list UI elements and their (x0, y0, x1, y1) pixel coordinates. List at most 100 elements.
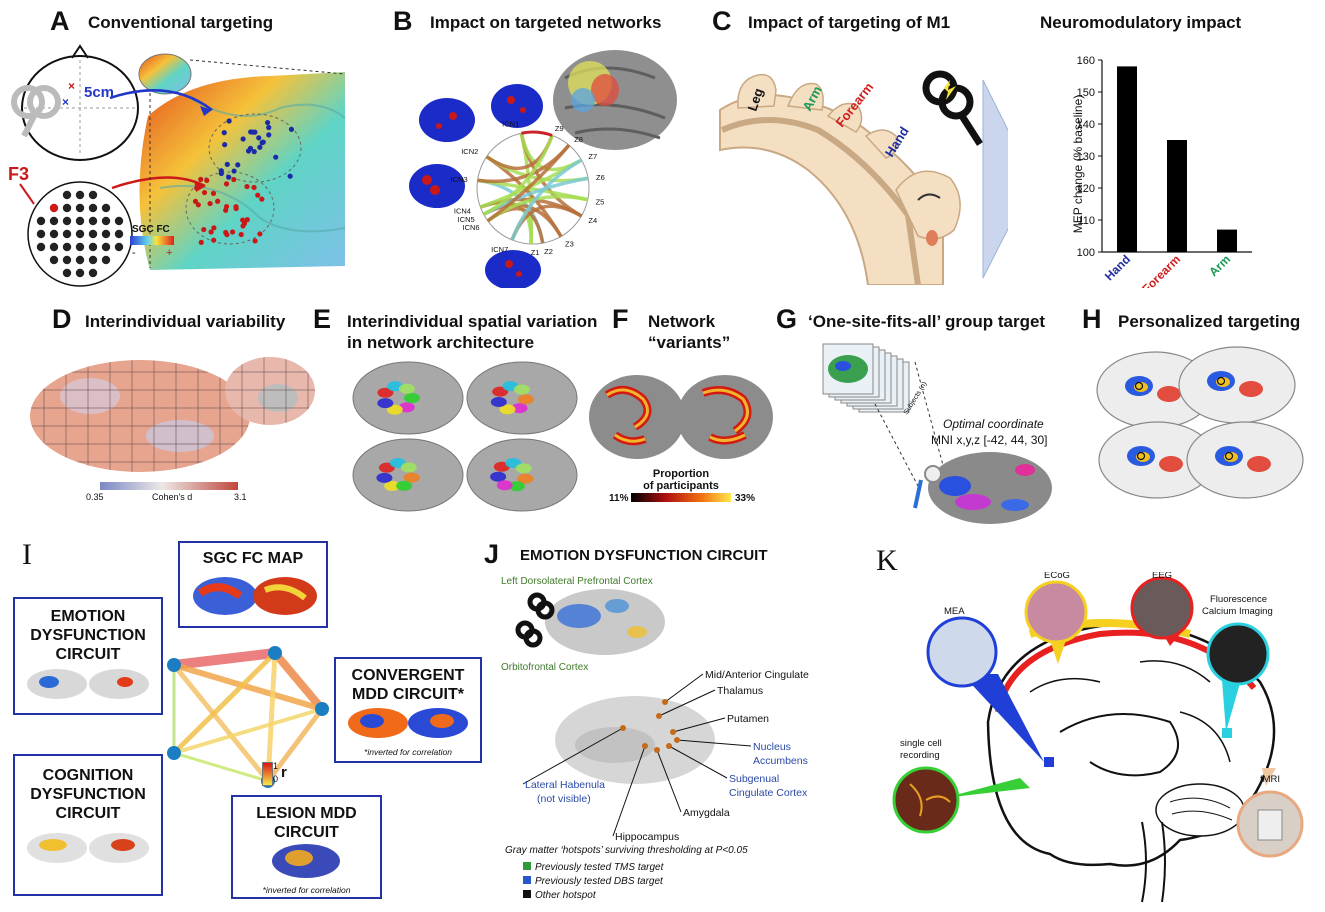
small-brain (138, 53, 192, 95)
proportion-scale (631, 493, 731, 502)
category-label: Arm (1206, 252, 1233, 279)
forearm-shape (826, 102, 863, 133)
icn-label: ICN4 (454, 207, 471, 216)
chord-link (486, 143, 571, 223)
panel-g-letter: G (776, 304, 798, 334)
panel-k-figure: MEA ECoG EEG Fluorescence Calcium Imagin… (892, 572, 1304, 903)
bar-forearm (1167, 140, 1187, 252)
lesion-circuit-box: LESION MDD CIRCUIT *inverted for correla… (231, 795, 382, 899)
region-label: Nucleus (753, 741, 791, 753)
legend-label: Previously tested TMS target (535, 862, 665, 873)
legend-swatch (523, 862, 531, 870)
panel-a-title: Conventional targeting (88, 13, 274, 32)
node-cognition (167, 746, 181, 760)
panel-h-title: Personalized targeting (1118, 312, 1301, 331)
svg-text:11%: 11% (609, 493, 629, 504)
z-label: Z4 (588, 216, 597, 225)
personal-brain (1178, 346, 1296, 424)
z-label: Z2 (544, 247, 553, 256)
panel-h-figure (1096, 346, 1304, 499)
region-label: Putamen (727, 713, 769, 725)
panel-f-letter: F (612, 304, 629, 334)
panel-b-letter: B (393, 6, 413, 36)
svg-text:of participants: of participants (643, 480, 719, 492)
panel-j-letter: J (484, 539, 500, 569)
panel-f-title-2: “variants” (648, 333, 731, 352)
mea-callout (926, 616, 1054, 767)
panel-f-title-1: Network (648, 312, 716, 331)
region-label: Hippocampus (615, 831, 679, 843)
blue-brain-icn3 (409, 164, 465, 208)
cohens-d-scale (100, 482, 238, 490)
svg-text:Gray matter ‘hotspots’ survivi: Gray matter ‘hotspots’ surviving thresho… (505, 845, 748, 856)
leg-shape (737, 73, 777, 109)
panel-j-figure: Left Dorsolateral Prefrontal Cortex Orbi… (501, 576, 809, 901)
z-label: Z6 (596, 173, 605, 182)
node-sgc (268, 646, 282, 660)
svg-text:ECoG: ECoG (1044, 572, 1070, 581)
region-label: Thalamus (717, 685, 763, 697)
z-label: Z1 (531, 248, 540, 257)
panel-f-figure: Proportion of participants 11% 33% (589, 375, 773, 504)
z-label: Z3 (565, 239, 574, 248)
panel-d-letter: D (52, 304, 72, 334)
y-tick-label: 150 (1077, 87, 1095, 99)
hotspot-point (666, 743, 672, 749)
hotspot-point (642, 743, 648, 749)
icn-label: ICN6 (463, 223, 480, 232)
panel-a-figure: × × 5cm F3 SGC FC - + (8, 44, 346, 287)
hotspot-point (620, 725, 626, 731)
svg-text:0.35: 0.35 (86, 492, 104, 502)
svg-text:33%: 33% (735, 493, 755, 504)
legend-label: Other hotspot (535, 890, 597, 901)
category-label: Hand (1102, 252, 1133, 283)
variant-brain-right (677, 375, 773, 459)
svg-text:Calcium Imaging: Calcium Imaging (1202, 606, 1273, 617)
blue-brain-icn7 (485, 250, 541, 288)
blue-brain-icn2 (419, 98, 475, 142)
y-tick-label: 100 (1077, 247, 1095, 259)
panel-k-letter: K (876, 544, 898, 577)
icn-label: ICN7 (491, 245, 508, 254)
single-cell-callout (892, 766, 1030, 834)
panel-c-title: Impact of targeting of M1 (748, 13, 951, 32)
eeg-callout (1130, 576, 1194, 646)
svg-text:Optimal coordinate: Optimal coordinate (943, 417, 1044, 431)
hotspot-point (662, 699, 668, 705)
leg-label: Leg (745, 86, 766, 113)
region-label: (not visible) (537, 793, 591, 805)
panel-c-letter: C (712, 6, 732, 36)
node-emotion (167, 658, 181, 672)
neuromodulatory-title: Neuromodulatory impact (1040, 13, 1242, 32)
cerebellum (1155, 783, 1245, 837)
svg-text:Cohen's d: Cohen's d (152, 492, 192, 502)
panel-i-network (167, 646, 329, 788)
svg-text:MNI x,y,z [-42, 44, 30]: MNI x,y,z [-42, 44, 30] (931, 433, 1047, 447)
hotspot-point (654, 747, 660, 753)
svg-text:×: × (68, 79, 75, 93)
svg-text:Left Dorsolateral Prefrontal C: Left Dorsolateral Prefrontal Cortex (501, 576, 653, 587)
node-convergent (315, 702, 329, 716)
region-label: Lateral Habenula (525, 779, 605, 791)
legend-swatch (523, 890, 531, 898)
svg-text:Fluorescence: Fluorescence (1210, 594, 1267, 605)
r-colorbar (262, 762, 273, 786)
sgc-fc-map-box: SGC FC MAP (178, 541, 328, 628)
y-tick-label: 120 (1077, 183, 1095, 195)
svg-text:single cell: single cell (900, 738, 942, 749)
tms-coil-icon (922, 70, 983, 146)
hotspot-point (656, 713, 662, 719)
legend-label: Previously tested DBS target (535, 876, 664, 887)
distance-label: 5cm (84, 84, 114, 101)
svg-text:MEA: MEA (944, 606, 965, 617)
icn-label: ICN2 (461, 147, 478, 156)
region-label: Cingulate Cortex (729, 787, 808, 799)
region-label: Amygdala (683, 807, 730, 819)
legend-swatch (523, 876, 531, 884)
svg-text:EEG: EEG (1152, 572, 1172, 581)
fmri-callout (1236, 768, 1304, 858)
panel-h-letter: H (1082, 304, 1102, 334)
tms-coil-icon (515, 592, 555, 648)
y-tick-label: 110 (1077, 215, 1095, 227)
